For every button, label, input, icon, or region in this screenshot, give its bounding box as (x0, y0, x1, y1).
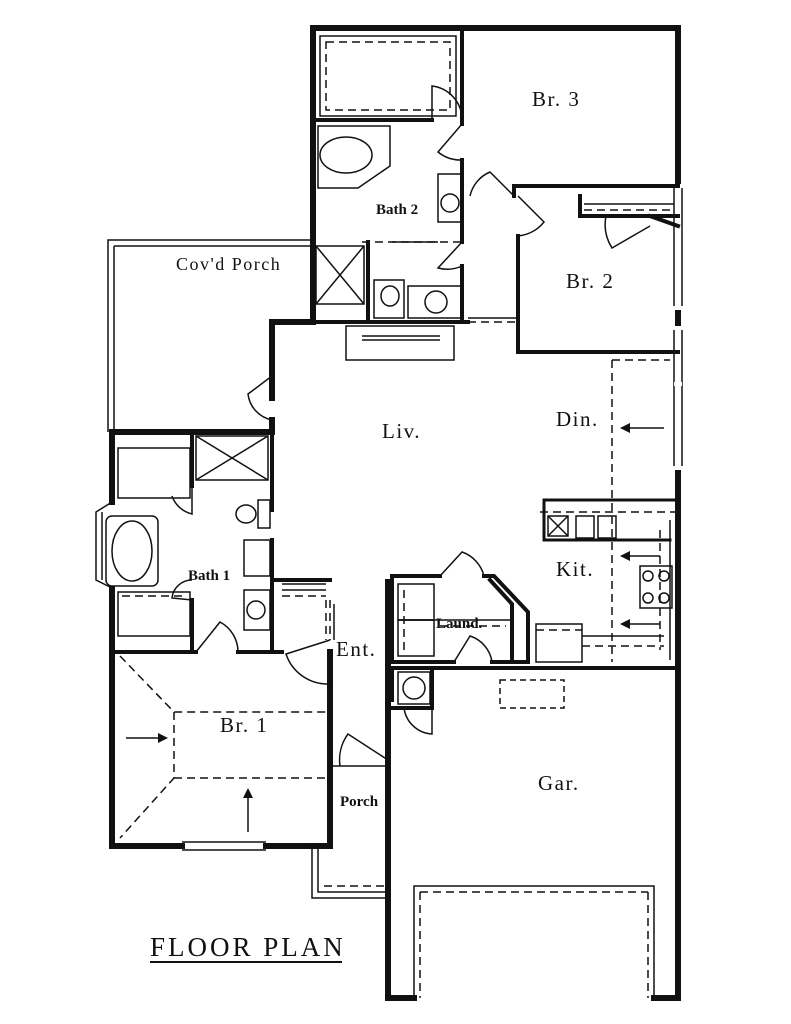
label-gar: Gar. (538, 771, 580, 795)
label-kit: Kit. (556, 557, 594, 581)
label-bath2: Bath 2 (376, 202, 418, 218)
fixtures (105, 35, 678, 998)
arrows (126, 423, 664, 832)
label-covd-porch: Cov'd Porch (176, 254, 281, 274)
label-br3: Br. 3 (532, 87, 580, 111)
label-din: Din. (556, 407, 599, 431)
plan-title: FLOOR PLAN (150, 932, 346, 962)
interior-walls (110, 26, 681, 710)
room-labels: Br. 3 Bath 2 Cov'd Porch Br. 2 Liv. Din.… (176, 87, 614, 810)
doors (171, 85, 651, 767)
label-liv: Liv. (382, 419, 421, 443)
label-porch: Porch (340, 794, 379, 810)
label-ent: Ent. (336, 637, 376, 661)
label-br2: Br. 2 (566, 269, 614, 293)
label-bath1: Bath 1 (188, 568, 230, 584)
label-laund: Laund. (436, 616, 483, 632)
exterior-walls (95, 25, 683, 1001)
label-br1: Br. 1 (220, 713, 268, 737)
